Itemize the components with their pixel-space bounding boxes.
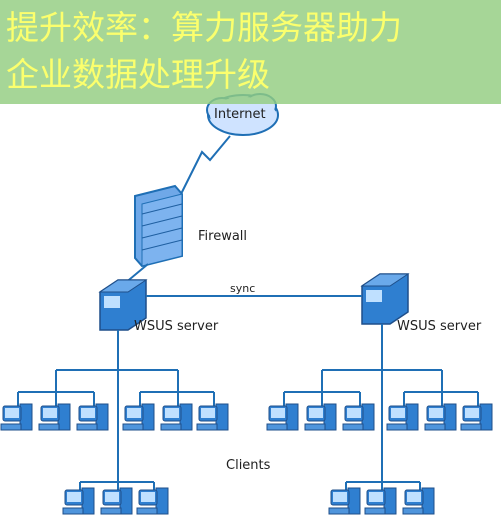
client-computer-icon [100,487,133,515]
firewall-label: Firewall [198,229,248,244]
client-computer-icon [136,487,169,515]
client-computer-icon [304,403,337,431]
client-computer-icon [160,403,193,431]
client-computer-icon [122,403,155,431]
right-server-label: WSUS server [397,319,482,334]
right-server-icon [360,273,410,325]
client-computer-icon [386,403,419,431]
client-computer-icon [328,487,361,515]
banner-title-line-2: 企业数据处理升级 [6,55,270,94]
internet-link-bolt [179,135,231,197]
right-client-tree [283,324,479,500]
internet-label: Internet [214,107,266,122]
client-computer-icon [424,403,457,431]
clients-label: Clients [226,458,271,473]
firewall-icon [134,184,183,268]
client-computer-icon [0,403,33,431]
client-computer-icon [76,403,109,431]
banner-title-line-1: 提升效率：算力服务器助力 [6,8,402,47]
client-computer-icon [38,403,71,431]
client-computer-icon [402,487,435,515]
client-computer-icon [364,487,397,515]
client-computer-icon [342,403,375,431]
sync-label: sync [230,282,256,295]
client-computer-icon [196,403,229,431]
client-computer-icon [62,487,95,515]
client-computer-icon [460,403,493,431]
left-server-label: WSUS server [134,319,219,334]
title-banner [0,0,501,104]
client-computer-icon [266,403,299,431]
internet-cloud-icon [206,93,279,136]
left-server-icon [98,279,148,331]
